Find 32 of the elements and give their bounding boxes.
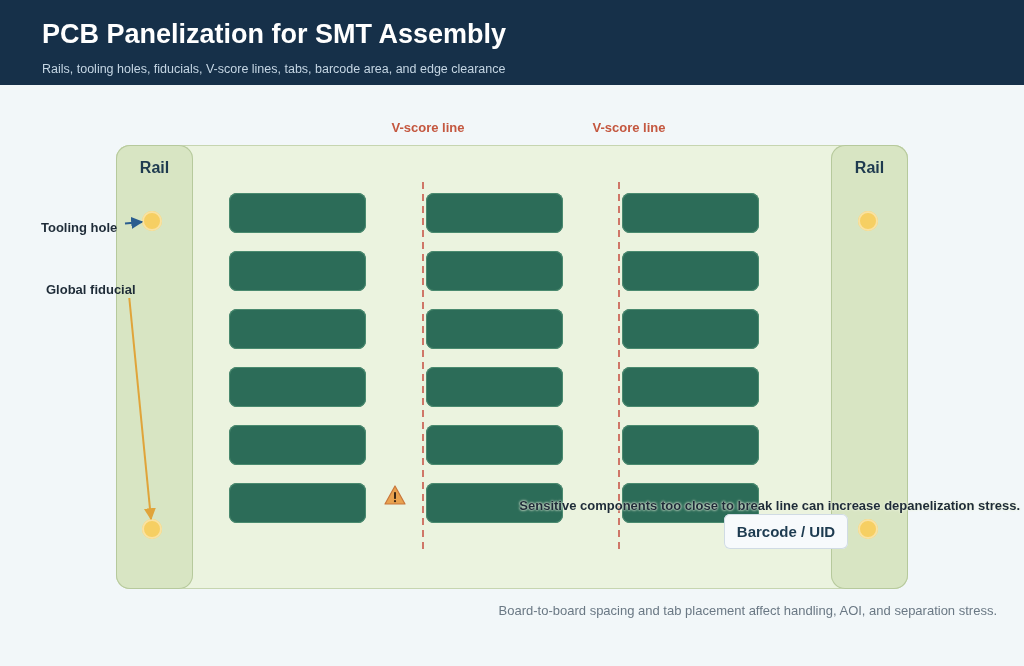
title: PCB Panelization for SMT Assembly	[42, 18, 507, 51]
caption: Board-to-board spacing and tab placement affect handling, AOI, and separation stress.	[498, 602, 997, 619]
pcb-board	[229, 193, 366, 233]
pcb-board	[229, 425, 366, 465]
v-score-label: V-score line	[591, 119, 667, 136]
pcb-board	[622, 193, 759, 233]
pcb-board	[229, 309, 366, 349]
pcb-board	[426, 193, 563, 233]
tooling-hole-icon	[858, 211, 878, 231]
pcb-board	[426, 309, 563, 349]
leader-arrow	[124, 216, 144, 229]
pcb-board	[229, 367, 366, 407]
pcb-board	[622, 251, 759, 291]
fiducial-icon	[858, 519, 878, 539]
pcb-board	[426, 251, 563, 291]
callout-label: Global fiducial	[46, 281, 144, 298]
subtitle: Rails, tooling holes, fiducials, V-score lines, tabs, barcode area, and edge clearance	[42, 61, 506, 78]
pcb-board	[622, 367, 759, 407]
barcode-label: Barcode / UID	[724, 514, 848, 549]
callout-label: Tooling hole	[41, 219, 125, 236]
fiducial-icon	[142, 519, 162, 539]
pcb-board	[229, 483, 366, 523]
rail-label: Rail	[854, 158, 885, 178]
rail-label: Rail	[139, 158, 170, 178]
leader-arrow	[128, 297, 156, 521]
pcb-board	[622, 425, 759, 465]
pcb-board	[426, 425, 563, 465]
pcb-board	[229, 251, 366, 291]
tooling-hole-icon	[142, 211, 162, 231]
v-score-label: V-score line	[390, 119, 466, 136]
pcb-board	[426, 367, 563, 407]
pcb-board	[622, 309, 759, 349]
